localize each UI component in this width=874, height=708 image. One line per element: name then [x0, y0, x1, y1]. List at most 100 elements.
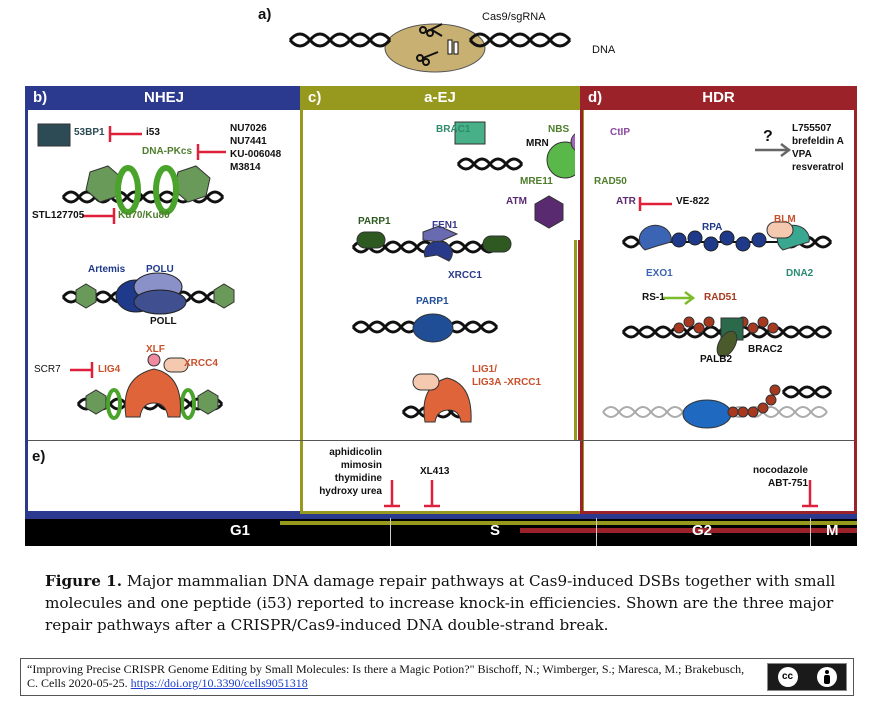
- cell-cycle-aej-line: [280, 521, 857, 525]
- xrcc4-label: XRCC4: [184, 358, 218, 369]
- g2-drug-list: nocodazole ABT-751: [752, 465, 808, 489]
- ctip-label: CtIP: [610, 127, 630, 138]
- reference-box: “Improving Precise CRISPR Genome Editing…: [20, 658, 854, 696]
- rs1-arrow-icon: [663, 291, 696, 305]
- mrn-label: MRN: [526, 138, 549, 149]
- xrcc1-label: XRCC1: [448, 270, 482, 281]
- lig1-label-line2: LIG3A -XRCC1: [472, 377, 542, 388]
- hdr-drug-list: L755507 brefeldin A VPA resveratrol: [792, 123, 844, 173]
- phase-s: S: [490, 522, 501, 539]
- xrcc1-protein: [423, 240, 453, 262]
- xrcc1-lig3-protein: [412, 373, 440, 391]
- phase-tick-2: [596, 518, 597, 546]
- ctip-protein: [570, 133, 575, 151]
- rad51-beads: [673, 316, 779, 334]
- dna-strand-a2: [288, 32, 392, 48]
- lig4-protein: [124, 368, 181, 418]
- panel-e-divider: [28, 440, 854, 441]
- cc-by-license-icon[interactable]: cc: [767, 663, 847, 691]
- ku-ring-left: [115, 165, 141, 215]
- dna-strand-a1: [288, 32, 392, 48]
- panel-d-frame: [580, 86, 857, 514]
- phase-tick-3: [810, 518, 811, 546]
- stl-label: STL127705: [32, 210, 85, 221]
- dna-strand-a3: [468, 32, 572, 48]
- brca1-label: BRAC1: [436, 124, 471, 135]
- cell-cycle-nhej-line: [25, 514, 857, 519]
- phase-g1: G1: [230, 522, 251, 539]
- i53-inhibitor-bar: [108, 126, 142, 142]
- cas9-label: Cas9/sgRNA: [482, 11, 546, 23]
- 53bp1-label: 53BP1: [74, 127, 105, 138]
- palb2-protein: [716, 330, 738, 358]
- rad51-label: RAD51: [704, 292, 737, 303]
- panel-e-letter: e): [32, 448, 46, 465]
- parp1-mid-label: PARP1: [416, 296, 449, 307]
- parp1-right-protein: [482, 235, 512, 253]
- panel-e-inhibitors: [384, 480, 818, 508]
- parp1-mid-protein: [412, 313, 454, 343]
- panel-c-graphic: [351, 121, 575, 423]
- scr7-inhibitor-bar: [70, 362, 94, 378]
- hdr-question-mark: ?: [763, 128, 773, 145]
- phase-tick-1: [390, 518, 391, 546]
- dnapk-inhibitor-list: NU7026 NU7441 KU-006048 M3814: [230, 123, 282, 173]
- 53bp1-box: [37, 123, 71, 147]
- rpa-beads: [671, 230, 767, 252]
- brca1-box: [454, 121, 486, 145]
- nbs-label: NBS: [548, 124, 570, 135]
- panel-a-letter: a): [258, 6, 272, 23]
- dnapk-label: DNA-PKcs: [142, 146, 193, 157]
- panel-b-graphic: [37, 123, 235, 420]
- xlf-protein: [147, 353, 161, 367]
- ku-label: Ku70/Ku80: [118, 210, 170, 221]
- scissors-icon: [416, 23, 443, 66]
- panel-d-header: d)HDR: [580, 86, 857, 110]
- hdr-arrow-icon: [755, 143, 792, 157]
- poll-protein: [133, 289, 187, 315]
- blm-label: BLM: [774, 214, 796, 225]
- rpa-label: RPA: [702, 222, 723, 233]
- scr7-label: SCR7: [34, 364, 61, 375]
- reference-text: “Improving Precise CRISPR Genome Editing…: [27, 662, 745, 690]
- artemis-label: Artemis: [88, 264, 126, 275]
- phase-g2: G2: [692, 522, 713, 539]
- exo1-label: EXO1: [646, 268, 673, 279]
- dnapk-inhibitor-bar: [196, 144, 226, 160]
- blm-protein: [766, 221, 794, 239]
- figure-caption: Figure 1. Major mammalian DNA damage rep…: [45, 570, 845, 636]
- parp1-left-protein: [356, 231, 386, 249]
- s-phase-drug-list: aphidicolin mimosin thymidine hydroxy ur…: [319, 447, 382, 497]
- dna2-label: DNA2: [786, 268, 814, 279]
- cas9-complex: [384, 23, 486, 73]
- lig4-label: LIG4: [98, 364, 121, 375]
- dloop-protein: [682, 399, 732, 429]
- ve822-label: VE-822: [676, 196, 710, 207]
- lig1-label-line1: LIG1/: [472, 364, 498, 375]
- atm-label: ATM: [506, 196, 527, 207]
- dnapk-hexagon-right: [173, 165, 211, 203]
- atr-inhibitor-bar: [638, 197, 672, 211]
- ku-inhibitor-bar: [82, 208, 116, 224]
- mre11-label: MRE11: [520, 176, 553, 187]
- fen1-label: FEN1: [432, 220, 458, 231]
- rad50-label: RAD50: [594, 176, 627, 187]
- dloop-beads: [727, 384, 781, 418]
- parp1-top-label: PARP1: [358, 216, 391, 227]
- panel-d-graphic: [602, 143, 833, 429]
- mrn-complex: [546, 141, 575, 179]
- palb2-label: PALB2: [700, 354, 733, 365]
- phase-m: M: [826, 522, 839, 539]
- poll-label: POLL: [150, 316, 177, 327]
- i53-label: i53: [146, 127, 160, 138]
- xlf-label: XLF: [146, 344, 165, 355]
- doi-link[interactable]: https://doi.org/10.3390/cells9051318: [130, 676, 308, 690]
- panel-b-header: b)NHEJ: [25, 86, 303, 110]
- rs1-label: RS-1: [642, 292, 665, 303]
- caption-text: Major mammalian DNA damage repair pathwa…: [45, 572, 836, 634]
- polmu-label: POLU: [146, 264, 174, 275]
- panel-c-header: c)a-EJ: [300, 86, 580, 110]
- figure: a) Cas9/sgRNA DNA b)NHEJ c)a-EJ d)HDR e): [25, 6, 857, 546]
- dna-strand-a4: [468, 32, 572, 48]
- by-person-icon: [816, 667, 837, 687]
